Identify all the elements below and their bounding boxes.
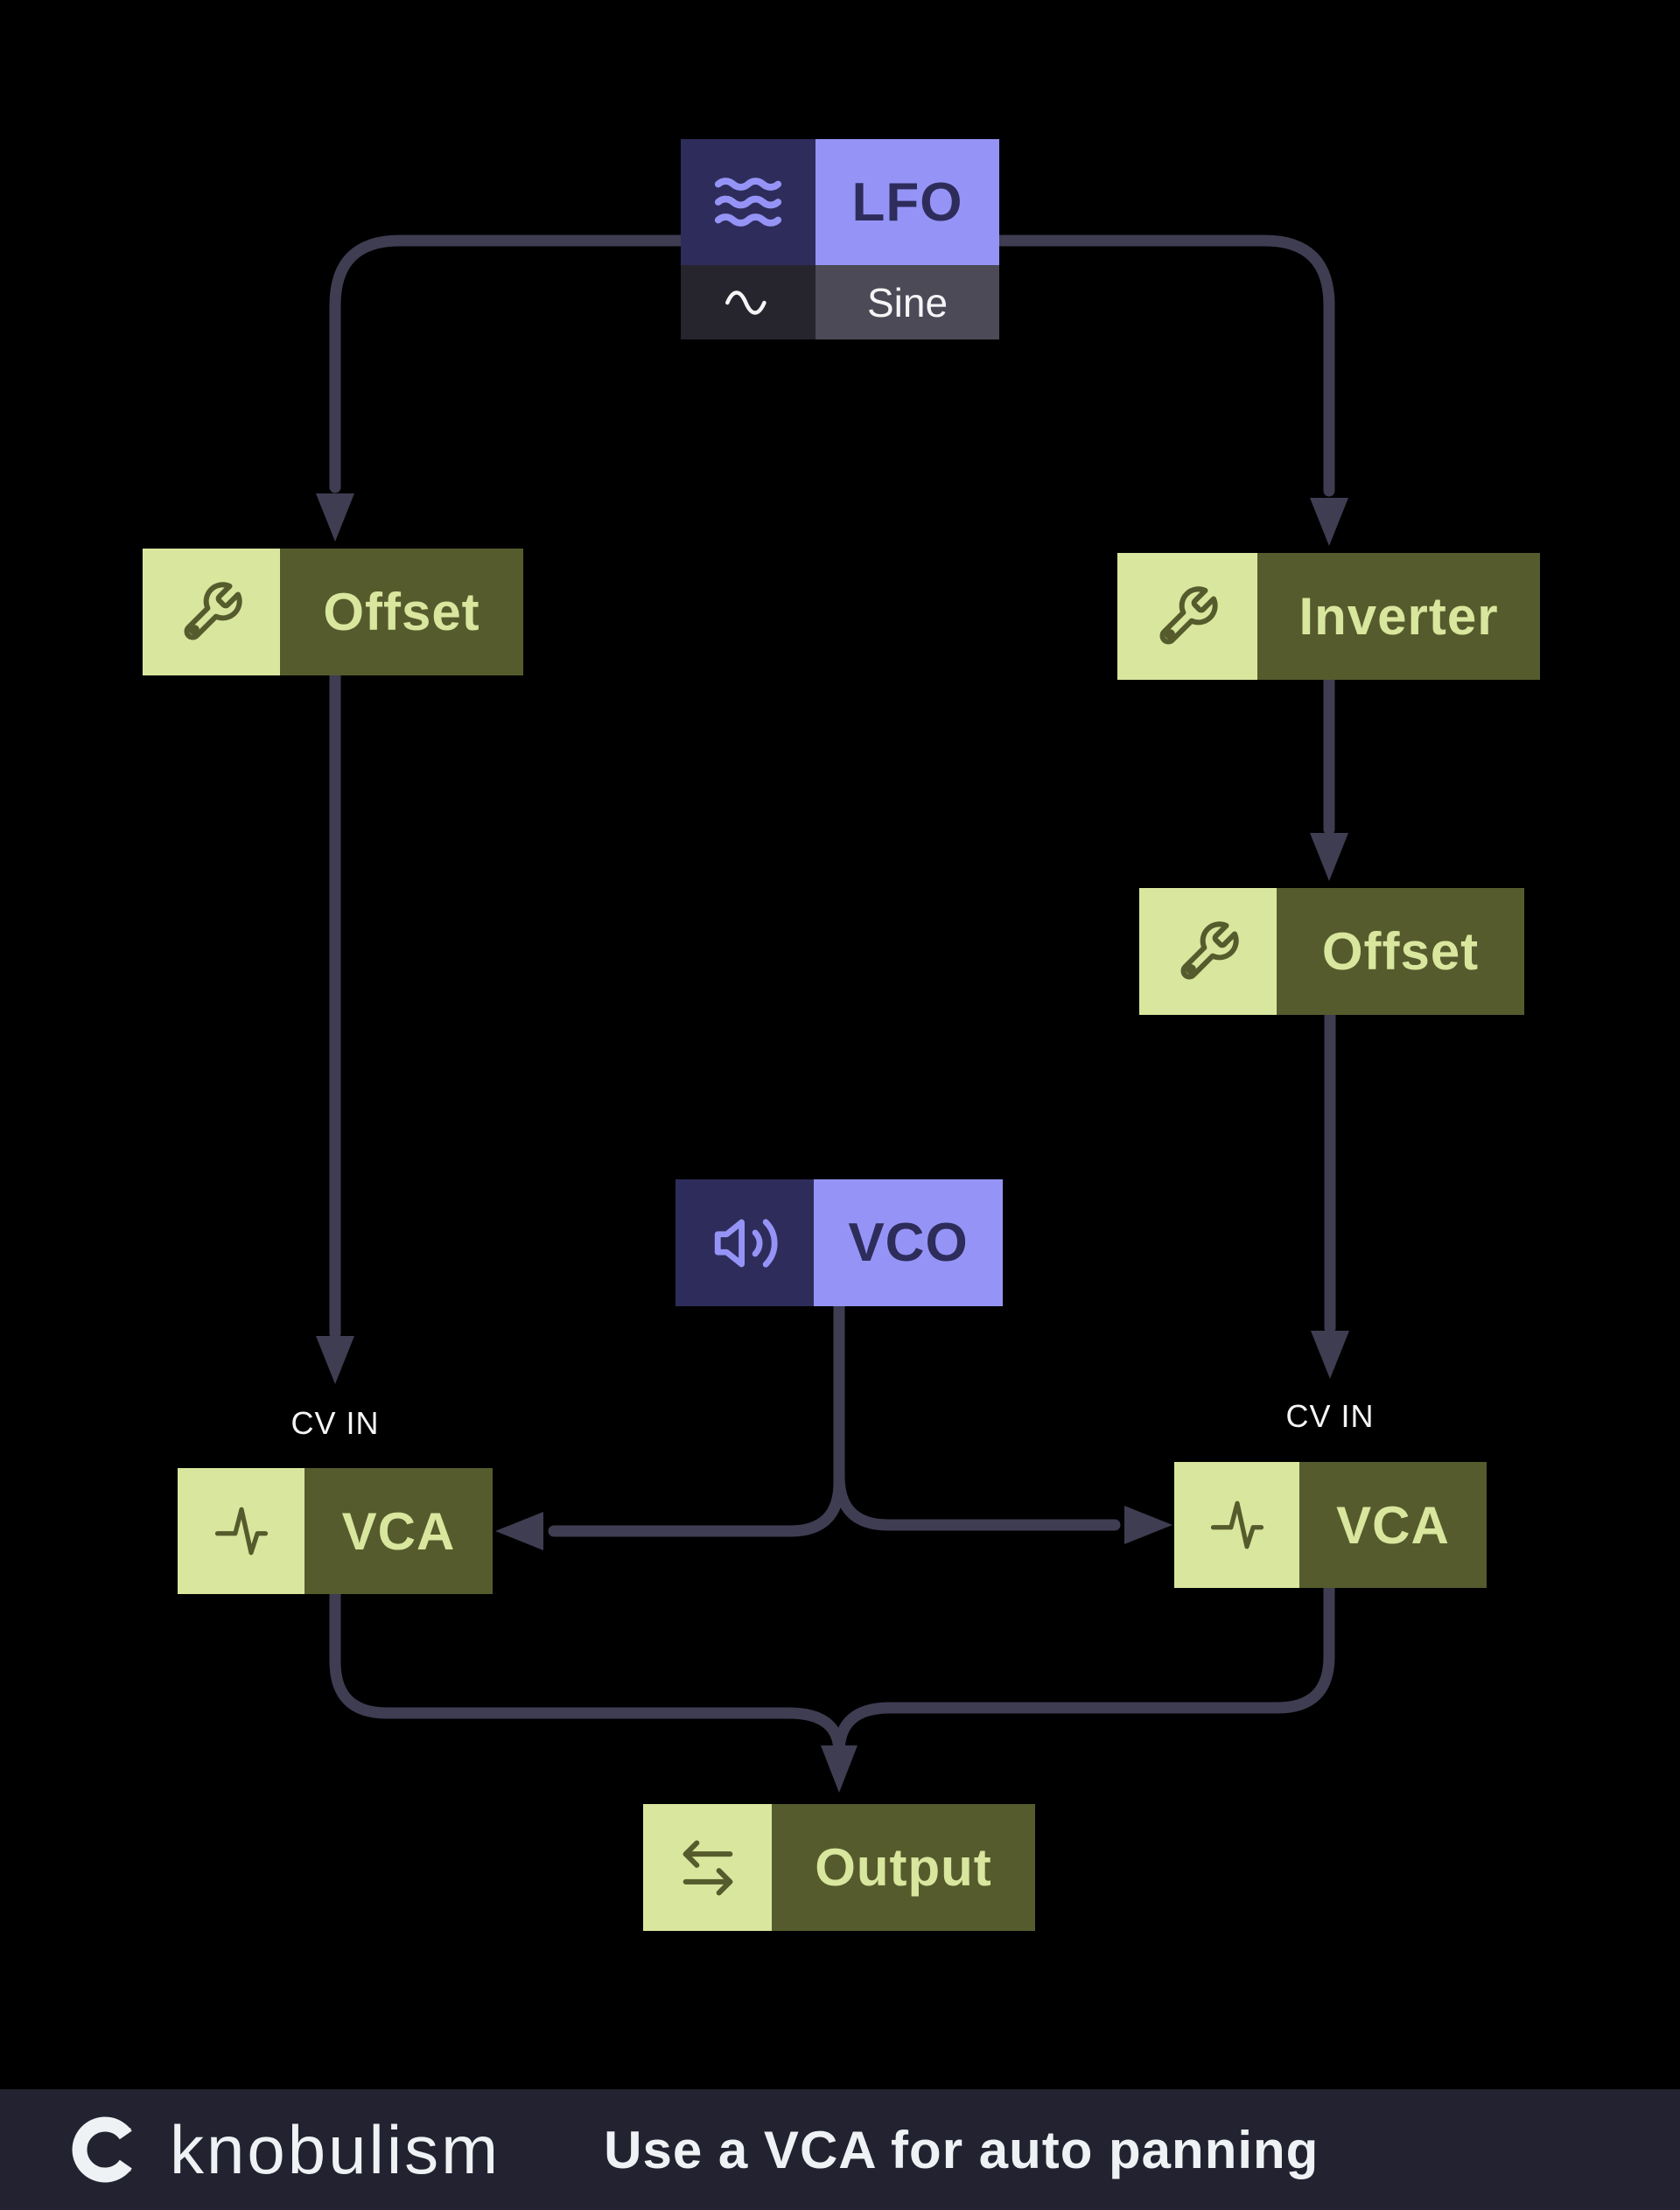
wrench-icon — [1159, 585, 1218, 644]
lfo-waveform-icon-cell — [681, 265, 816, 339]
connector-lfo-to-inverter — [993, 234, 1335, 497]
output-icon-cell — [643, 1804, 772, 1931]
node-output: Output — [643, 1804, 1035, 1931]
footer-bar: knobulism Use a VCA for auto panning — [0, 2089, 1680, 2210]
knob-logo-icon — [66, 2111, 144, 2188]
node-vca-right: VCA — [1174, 1462, 1487, 1588]
waves-icon — [714, 178, 782, 227]
arrowhead-output — [821, 1745, 858, 1793]
lfo-waveform-label: Sine — [866, 279, 948, 325]
vca-right-label-cell: VCA — [1299, 1462, 1487, 1588]
lfo-icon-cell — [681, 139, 816, 265]
brand-name: knobulism — [170, 2110, 501, 2188]
vco-label-cell: VCO — [814, 1179, 1003, 1306]
node-offset-right: Offset — [1139, 888, 1524, 1015]
lfo-waveform-row: Sine — [681, 265, 999, 339]
offset-left-icon-cell — [143, 549, 280, 675]
arrowhead-offset-left — [316, 493, 354, 542]
vca-right-label: VCA — [1336, 1495, 1450, 1555]
offset-right-icon-cell — [1139, 888, 1277, 1015]
cv-in-label-left: CV IN — [290, 1405, 380, 1441]
cv-in-label-right: CV IN — [1285, 1398, 1375, 1434]
vco-label: VCO — [848, 1213, 969, 1273]
offset-left-label: Offset — [323, 583, 480, 641]
vca-left-label: VCA — [341, 1501, 456, 1561]
node-offset-left: Offset — [143, 549, 523, 675]
arrowhead-offset-right — [1310, 833, 1348, 881]
footer-tip-text: Use a VCA for auto panning — [604, 2120, 1320, 2179]
arrowhead-cv-in-right — [1311, 1331, 1349, 1379]
arrowhead-vca-right — [1124, 1506, 1172, 1544]
inverter-label: Inverter — [1298, 587, 1499, 646]
node-lfo: LFO Sine — [681, 139, 999, 339]
knob-icon — [72, 2116, 132, 2183]
connector-vco-to-vca-left — [548, 1300, 845, 1537]
node-inverter: Inverter — [1117, 553, 1540, 680]
offset-right-label: Offset — [1321, 922, 1480, 981]
sine-wave-icon — [725, 290, 766, 315]
lfo-label-cell: LFO — [816, 139, 999, 265]
arrowhead-vca-left — [495, 1512, 543, 1550]
offset-right-label-cell: Offset — [1277, 888, 1524, 1015]
vco-icon-cell — [676, 1179, 814, 1306]
output-label: Output — [815, 1838, 992, 1897]
connector-vca-left-to-output — [329, 1588, 845, 1759]
node-vco: VCO — [676, 1179, 1003, 1306]
offset-left-label-cell: Offset — [280, 549, 523, 675]
node-vca-left: VCA — [178, 1468, 493, 1594]
lfo-label: LFO — [851, 171, 963, 233]
arrowhead-cv-in-left — [316, 1336, 354, 1384]
connector-vco-to-vca-right — [833, 1300, 1121, 1531]
activity-icon — [1210, 1500, 1264, 1549]
inverter-label-cell: Inverter — [1257, 553, 1540, 680]
output-label-cell: Output — [772, 1804, 1035, 1931]
activity-icon — [214, 1507, 268, 1556]
speaker-icon — [714, 1218, 778, 1268]
wrench-icon — [184, 581, 242, 640]
lfo-waveform-cell: Sine — [816, 265, 999, 339]
transfer-arrows-icon — [682, 1839, 732, 1896]
vca-left-label-cell: VCA — [304, 1468, 493, 1594]
inverter-icon-cell — [1117, 553, 1257, 680]
vca-right-icon-cell — [1174, 1462, 1299, 1588]
wrench-icon — [1180, 920, 1239, 979]
arrowhead-inverter — [1310, 498, 1348, 546]
vca-left-icon-cell — [178, 1468, 304, 1594]
connector-vca-right-to-output — [833, 1582, 1335, 1759]
lfo-main-row: LFO — [681, 139, 999, 265]
connector-lfo-to-offset-left — [329, 234, 687, 493]
